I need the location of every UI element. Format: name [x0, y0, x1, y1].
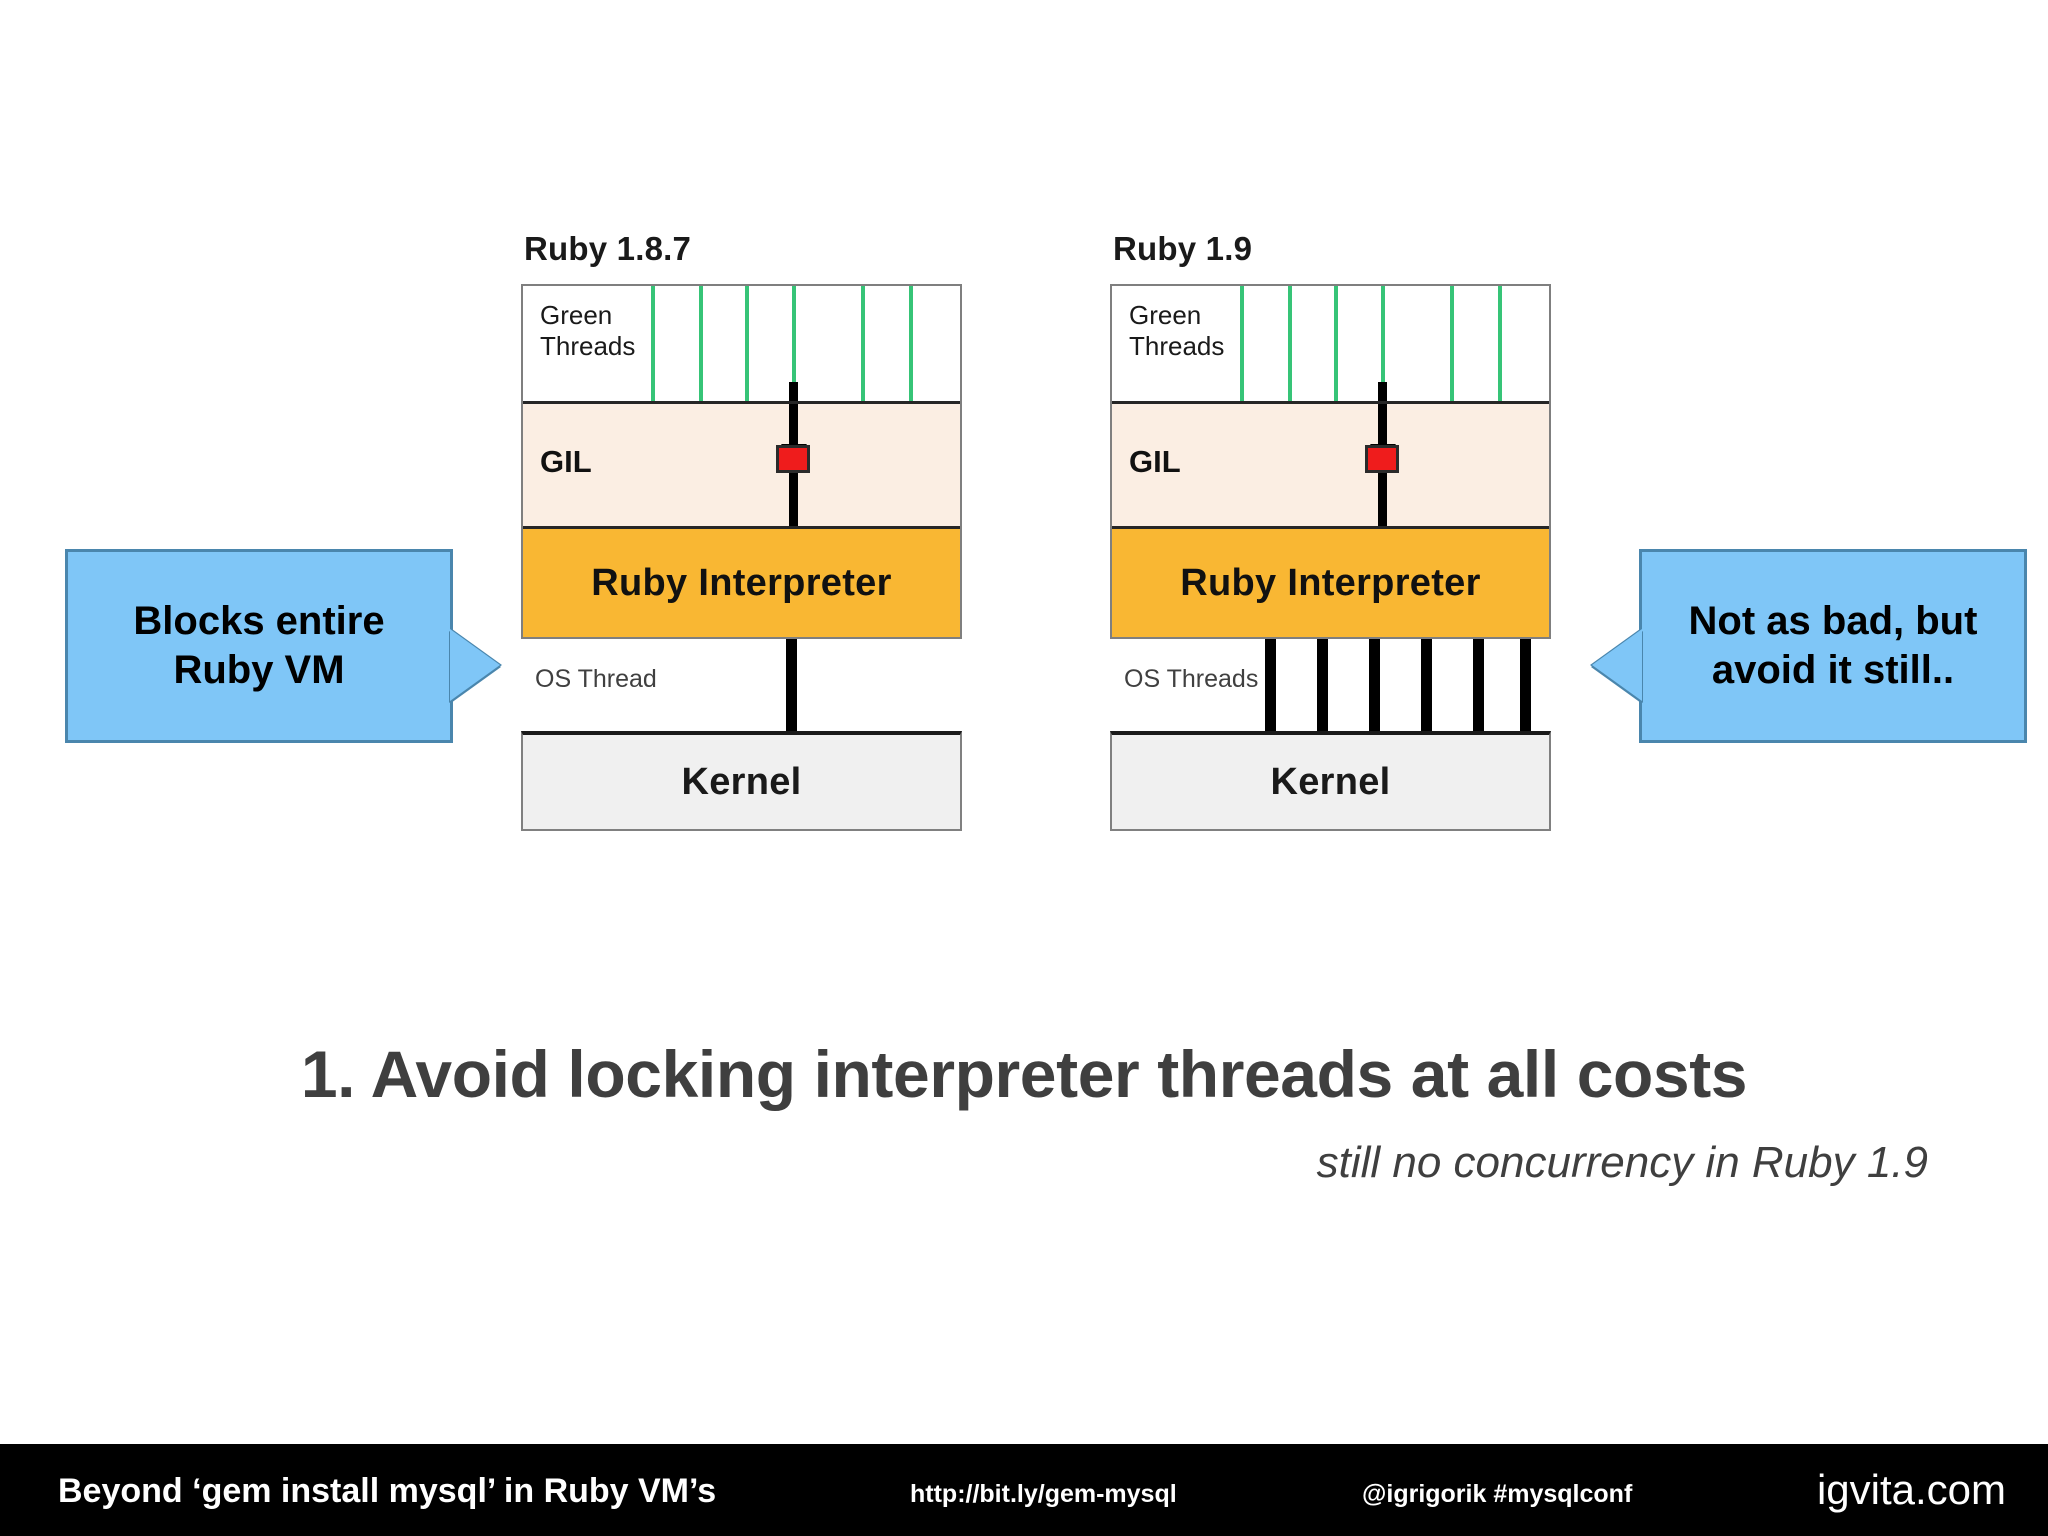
diagram-ruby-187: Ruby 1.8.7 Green Threads GIL Ruby Interp…: [521, 230, 964, 831]
ruby-interpreter-band: Ruby Interpreter: [523, 529, 960, 637]
green-threads-label-line2: Threads: [1129, 331, 1225, 361]
gil-label: GIL: [540, 444, 592, 479]
green-threads-label: Green Threads: [1129, 300, 1224, 362]
vm-stack: Green Threads GIL Ruby Interpreter: [1110, 284, 1551, 639]
gil-arrow-shaft-lower: [789, 470, 798, 526]
green-thread-line: [1498, 286, 1502, 401]
slide-headline: 1. Avoid locking interpreter threads at …: [300, 1037, 1748, 1111]
os-threads-label: OS Threads: [1124, 665, 1259, 693]
green-threads-label-line2: Threads: [540, 331, 636, 361]
green-thread-line: [699, 286, 703, 401]
gil-acquire-arrow-stub: [1378, 382, 1387, 401]
green-thread-line: [1334, 286, 1338, 401]
os-threads-label: OS Thread: [535, 665, 657, 693]
callout-left-line2: Ruby VM: [173, 648, 345, 692]
ruby-interpreter-label: Ruby Interpreter: [1180, 561, 1481, 604]
green-thread-line: [1450, 286, 1454, 401]
os-thread-line: [1421, 639, 1432, 731]
diagram-title: Ruby 1.9: [1113, 230, 1253, 267]
padlock-icon: [776, 445, 810, 473]
slide-footer: Beyond ‘gem install mysql’ in Ruby VM’s …: [0, 1444, 2048, 1536]
callout-right-line2: avoid it still..: [1711, 648, 1955, 692]
os-thread-line: [1520, 639, 1531, 731]
green-thread-line: [651, 286, 655, 401]
gil-arrow-shaft: [1378, 404, 1387, 446]
green-thread-line: [861, 286, 865, 401]
green-threads-label-line1: Green: [540, 300, 613, 330]
green-thread-line: [792, 286, 796, 401]
green-threads-band: Green Threads: [523, 286, 960, 404]
os-thread-line: [786, 639, 797, 731]
callout-blocks-entire-ruby-vm: Blocks entire Ruby VM: [65, 549, 500, 743]
os-thread-line: [1369, 639, 1380, 731]
gil-band: GIL: [1112, 404, 1549, 529]
diagram-ruby-19: Ruby 1.9 Green Threads GIL Ruby Interpre…: [1110, 230, 1553, 831]
green-thread-line: [909, 286, 913, 401]
ruby-interpreter-label: Ruby Interpreter: [591, 561, 892, 604]
callout-left-line1: Blocks entire: [133, 599, 385, 644]
green-thread-line: [1381, 286, 1385, 401]
gil-band: GIL: [523, 404, 960, 529]
slide-subheadline: still no concurrency in Ruby 1.9: [1316, 1138, 1928, 1187]
gil-arrow-shaft-lower: [1378, 470, 1387, 526]
callout-not-as-bad-but-avoid-it-still: Not as bad, but avoid it still..: [1592, 549, 2027, 743]
os-thread-line: [1473, 639, 1484, 731]
green-threads-label-line1: Green: [1129, 300, 1202, 330]
ruby-interpreter-band: Ruby Interpreter: [1112, 529, 1549, 637]
footer-brand-logo: igvita.com: [1816, 1466, 2006, 1513]
green-thread-line: [1288, 286, 1292, 401]
padlock-icon: [1365, 445, 1399, 473]
diagram-title: Ruby 1.8.7: [524, 230, 692, 267]
callout-tail-left-icon: [1592, 629, 1642, 701]
gil-arrow-shaft: [789, 404, 798, 446]
kernel-band: Kernel: [521, 731, 962, 831]
gil-label: GIL: [1129, 444, 1181, 479]
os-thread-line: [1265, 639, 1276, 731]
os-thread-line: [1317, 639, 1328, 731]
footer-url[interactable]: http://bit.ly/gem-mysql: [910, 1480, 1177, 1508]
callout-tail-right-icon: [450, 629, 500, 701]
green-thread-line: [745, 286, 749, 401]
footer-twitter-handle[interactable]: @igrigorik #mysqlconf: [1362, 1480, 1633, 1508]
green-threads-band: Green Threads: [1112, 286, 1549, 404]
footer-talk-title: Beyond ‘gem install mysql’ in Ruby VM’s: [58, 1472, 717, 1510]
kernel-band: Kernel: [1110, 731, 1551, 831]
vm-stack: Green Threads GIL Ruby Interpreter: [521, 284, 962, 639]
gil-acquire-arrow-stub: [789, 382, 798, 401]
green-thread-line: [1240, 286, 1244, 401]
os-threads-region: OS Thread: [521, 639, 962, 731]
os-threads-region: OS Threads: [1110, 639, 1551, 731]
green-threads-label: Green Threads: [540, 300, 635, 362]
callout-right-line1: Not as bad, but: [1688, 599, 1978, 644]
